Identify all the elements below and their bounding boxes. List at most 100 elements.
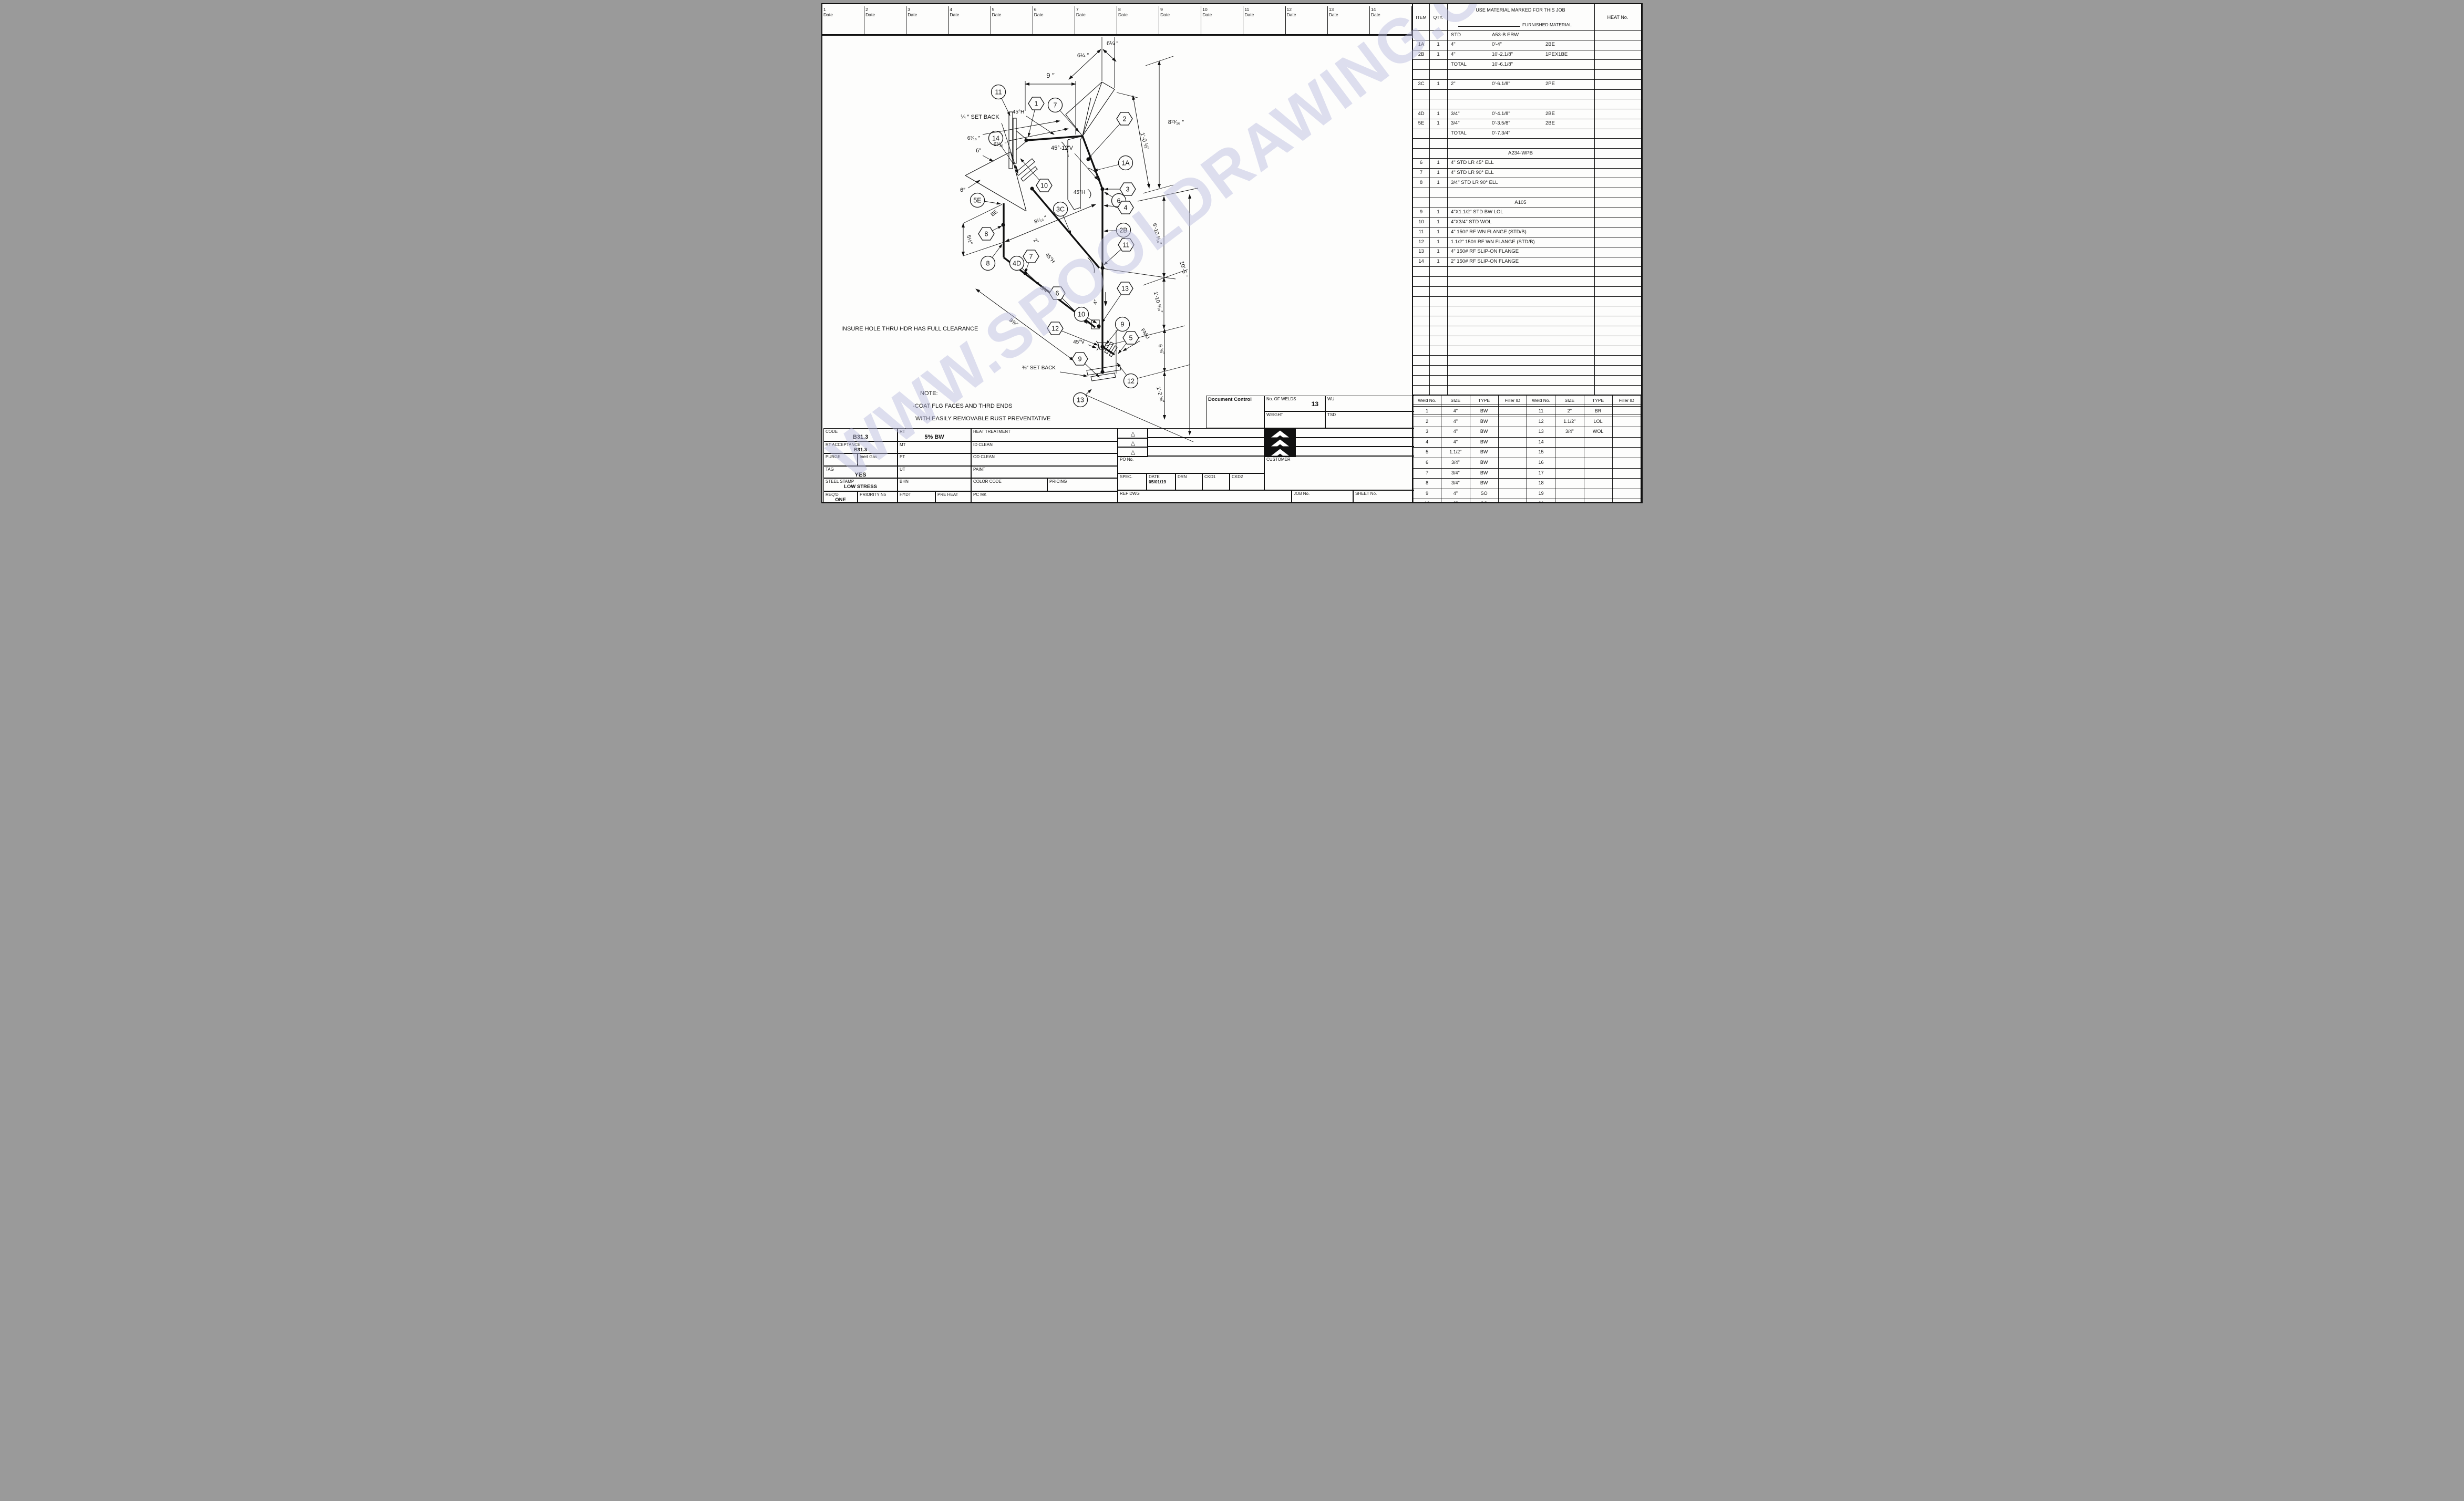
material-col-line: [1429, 4, 1430, 395]
iso-annotation: 6⁷⁄₁₆ ″: [967, 136, 981, 141]
weld-cell: WOL: [1584, 427, 1613, 437]
weld-cell: 19: [1527, 489, 1556, 499]
iso-annotation: 10'-5 ″: [1178, 261, 1189, 278]
customer-cell-label: CUSTOMER: [1266, 457, 1291, 462]
material-cell: 1: [1437, 239, 1440, 245]
heat-treatment-cell-label: HEAT TREATMENT: [973, 429, 1011, 434]
weld-cell: BW: [1470, 458, 1499, 468]
hydt-cell: HYDT: [898, 491, 935, 502]
iso-annotation: 5½″: [965, 235, 973, 245]
material-cell: 4": [1451, 51, 1456, 58]
label-leader: [1087, 344, 1097, 348]
material-cell: 0'-4": [1492, 42, 1502, 48]
material-cell: 2BE: [1545, 120, 1555, 127]
material-cell: 8: [1419, 179, 1423, 185]
balloon-label: 8: [986, 260, 990, 267]
wu-cell: WU: [1325, 396, 1414, 411]
weld-cell: [1613, 479, 1641, 489]
weld-cell: [1584, 448, 1613, 458]
iso-annotation: 45°H: [1044, 252, 1056, 264]
iso-annotation: 45°V: [1073, 339, 1085, 345]
material-row: [1413, 277, 1641, 287]
weld-cell: [1499, 427, 1527, 437]
wu-cell-label: WU: [1327, 397, 1335, 401]
iso-annotation: 45°-12'V: [1051, 145, 1074, 151]
priority-cell: PRIORITY No: [858, 491, 898, 502]
iso-annotation: 6″: [960, 187, 965, 193]
material-row: [1413, 326, 1641, 336]
iso-annotation: 6¼ ″: [1107, 40, 1118, 47]
drn-cell-label: DRN: [1178, 474, 1187, 479]
iso-annotation: FMU: [1139, 328, 1150, 340]
material-cell: 1: [1437, 110, 1440, 117]
balloon-label: 9: [1078, 355, 1082, 363]
weld-cell: LOL: [1584, 417, 1613, 427]
weld-cell: 15: [1527, 448, 1556, 458]
document-control-cell-label: Document Control: [1208, 397, 1252, 402]
material-cell: 1: [1437, 120, 1440, 127]
material-cell: 4" STD LR 45° ELL: [1451, 160, 1494, 166]
extension-line: [1083, 394, 1194, 442]
weld-number-balloon: [1071, 352, 1088, 366]
weld-point: [1100, 370, 1105, 374]
item-number-balloon: [1116, 222, 1131, 238]
weld-cell: [1499, 417, 1527, 427]
balloon-label: 4: [1124, 204, 1128, 211]
dimension-line: [1132, 95, 1150, 189]
iso-annotation: BE: [990, 209, 999, 218]
balloon-label: 11: [995, 88, 1002, 96]
weld-cell: [1555, 479, 1584, 489]
iso-annotation: 6⁷⁄₁₆ ″: [994, 142, 1007, 148]
weld-cell: 2": [1441, 499, 1470, 502]
pipe-line: [1031, 188, 1100, 269]
iso-annotation: ¼ ″ SET BACK: [961, 114, 999, 120]
material-cell: 11: [1418, 229, 1424, 235]
weight-cell-label: WEIGHT: [1266, 412, 1283, 417]
iso-annotation: INSURE HOLE THRU HDR HAS FULL CLEARANCE: [841, 326, 978, 332]
weld-point: [1097, 324, 1101, 328]
weld-cell: 3/4": [1441, 458, 1470, 468]
balloon-leader: [1055, 328, 1098, 346]
weld-number-balloon: [978, 227, 995, 241]
material-cell: 5E: [1418, 120, 1425, 127]
dimension-line: [1068, 49, 1101, 80]
revision-triangle-icon: △: [1118, 428, 1148, 439]
weld-cell: 20: [1527, 499, 1556, 502]
document-control-cell: Document Control: [1206, 396, 1264, 428]
material-row: [1413, 376, 1641, 386]
ell-7-outline: [1065, 81, 1115, 137]
material-underline: [1458, 26, 1520, 27]
weld-cell: 4": [1441, 407, 1470, 417]
weld-cell: 3/4": [1555, 427, 1584, 437]
item-number-balloon: [1053, 201, 1068, 217]
material-cell: 3C: [1418, 81, 1425, 87]
material-row: [1413, 90, 1641, 100]
material-col-line: [1594, 4, 1595, 395]
material-cell: 2" 150# RF SLIP-ON FLANGE: [1451, 258, 1519, 265]
chevron-up-icon: [1264, 447, 1296, 457]
revision-row: [1147, 428, 1264, 438]
ckd1-cell-label: CKD1: [1204, 474, 1216, 479]
material-cell: 4" STD LR 90° ELL: [1451, 170, 1494, 176]
flange-11-hub-plate: [1013, 118, 1017, 164]
tag-cell-label: TAG: [826, 467, 834, 472]
qty-column-header: QTY.: [1433, 15, 1444, 20]
balloon-label: 12: [1051, 325, 1059, 332]
weld-cell: [1584, 437, 1613, 448]
material-cell: 4"X3/4" STD WOL: [1451, 219, 1492, 225]
revision-row: [1295, 428, 1414, 438]
po-no-cell-label: PO No.: [1120, 457, 1134, 462]
balloon-label: 12: [1127, 377, 1135, 385]
material-cell: 1: [1437, 51, 1440, 58]
